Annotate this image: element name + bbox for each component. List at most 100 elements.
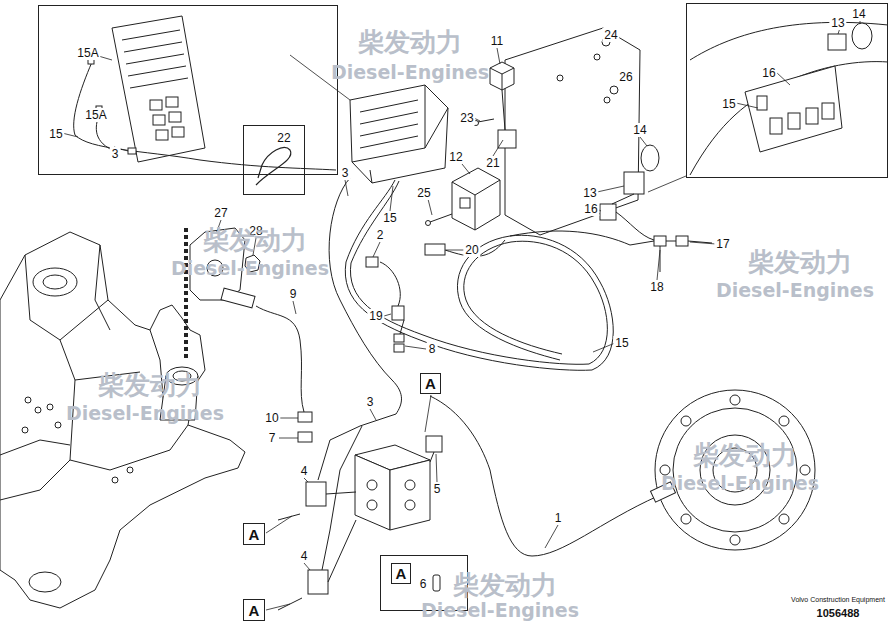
relay (426, 62, 517, 230)
gearbox (681, 514, 691, 524)
connector (366, 257, 378, 267)
callout-number: 17 (714, 237, 731, 251)
circuit-board (112, 16, 205, 162)
callout-number: 2 (375, 228, 386, 242)
gearbox (655, 390, 815, 550)
plug-symbol (433, 575, 440, 591)
callout-number: 16 (760, 66, 777, 80)
relay (460, 198, 470, 208)
dashboard (690, 22, 888, 175)
switch (600, 204, 616, 220)
callout-number: 14 (631, 123, 648, 137)
solenoid-connector (278, 482, 356, 610)
valve-block (390, 460, 430, 530)
inset-background (243, 125, 305, 195)
circuit-board (156, 130, 168, 140)
part-box: 22 (243, 125, 305, 195)
reference-box: A (243, 599, 265, 621)
callout-number: 5 (432, 482, 443, 496)
sensor-bracket (221, 288, 255, 308)
callout-number: 20 (463, 243, 480, 257)
callout-number: 13 (829, 16, 846, 30)
wire-harness (318, 178, 658, 570)
plug-symbol (433, 575, 440, 591)
dashboard (822, 103, 834, 119)
leader-line (345, 48, 716, 280)
callout-number: 6 (418, 577, 429, 591)
relay (452, 168, 500, 230)
valve-block (430, 452, 434, 462)
switch (624, 172, 644, 194)
valve-block (405, 500, 415, 510)
dashboard (788, 113, 800, 129)
gearbox (730, 535, 740, 545)
watermark: Diesel-Engines (171, 259, 329, 278)
reference-box: A (391, 563, 411, 584)
wire-harness (345, 180, 613, 370)
watermark: 柴发动力 (358, 29, 462, 55)
gearbox (650, 390, 815, 550)
connector (394, 334, 404, 342)
loader-frame (55, 422, 61, 428)
callout-number: 22 (275, 131, 292, 145)
callout-number: 23 (458, 111, 475, 125)
switch (676, 236, 688, 246)
callout-number: 13 (581, 186, 598, 200)
solenoid-connector (278, 492, 356, 610)
watermark: 柴发动力 (98, 372, 202, 398)
relay (426, 221, 431, 226)
circuit-board (122, 30, 188, 88)
reference-box: A (420, 373, 441, 394)
relay (498, 130, 516, 148)
dashboard (828, 34, 846, 50)
sensor-bracket (256, 306, 304, 412)
watermark: 柴发动力 (203, 227, 307, 253)
callout-number: 19 (367, 309, 384, 323)
relay (490, 68, 514, 130)
connector (394, 344, 404, 352)
loader-frame (33, 268, 77, 296)
leader-line (62, 20, 860, 151)
reference-box: A (243, 523, 265, 545)
solenoid-connector (308, 570, 328, 594)
connector (392, 306, 404, 320)
watermark: 柴发动力 (748, 249, 852, 275)
mounting-plate (505, 28, 640, 235)
callout-number: 15A (75, 46, 100, 60)
callout-number: 15 (381, 211, 398, 225)
hatched-line (184, 228, 188, 360)
connector (298, 412, 312, 422)
solenoid-connector (306, 482, 326, 506)
callout-number: 21 (484, 156, 501, 170)
loader-frame (112, 477, 118, 483)
callout-number: 8 (427, 342, 438, 356)
callout-number: 3 (110, 147, 121, 161)
loader-frame (35, 407, 41, 413)
callout-number: 1 (553, 511, 564, 525)
reference-letter: A (249, 603, 260, 618)
cable-tie (256, 148, 291, 185)
wire-harness (318, 178, 402, 480)
valve-block (355, 436, 442, 530)
callout-number: 12 (447, 150, 464, 164)
inset-panel: 13141615 (686, 3, 888, 178)
callout-number: 9 (288, 287, 299, 301)
callout-number: 11 (489, 34, 505, 48)
callout-number: 15A (83, 108, 108, 122)
cable-tie (256, 148, 291, 185)
callout-number: 14 (850, 7, 867, 21)
mounting-plate (557, 75, 563, 81)
callout-number: 15 (613, 336, 630, 350)
leader-line (62, 20, 860, 610)
loader-frame (47, 404, 53, 410)
dashboard (770, 118, 782, 134)
loader-frame (25, 397, 31, 403)
mounting-plate (505, 28, 640, 235)
dashboard (806, 108, 818, 124)
circuit-board (172, 127, 184, 137)
callout-number: 27 (212, 206, 229, 220)
reference-letter: A (249, 527, 260, 542)
dashboard (745, 66, 842, 152)
